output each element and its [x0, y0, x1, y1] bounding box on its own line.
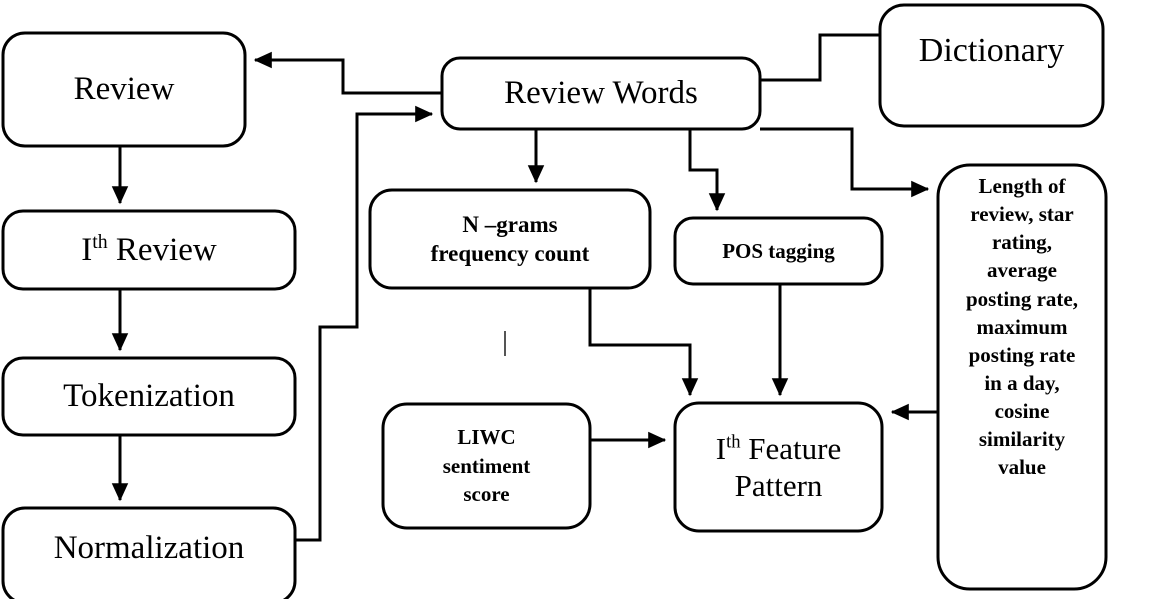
node-tokenization[interactable] [1, 356, 297, 437]
node-normalization[interactable] [1, 506, 297, 599]
node-feature-pattern[interactable] [673, 401, 884, 533]
node-ith-review[interactable] [1, 209, 297, 291]
node-length-features[interactable] [936, 163, 1108, 591]
node-review-words[interactable] [440, 56, 762, 131]
edge-ngrams-to-feature-pattern [588, 288, 699, 397]
edge-review-words-to-review [253, 51, 442, 95]
node-pos-tagging[interactable] [673, 216, 884, 286]
edge-normalization-to-review-words [295, 105, 434, 542]
node-dictionary[interactable] [878, 3, 1105, 128]
edge-review-words-to-pos-tagging [688, 129, 726, 212]
edge-dictionary-to-review-words [760, 33, 880, 82]
node-liwc[interactable] [381, 402, 592, 530]
node-review[interactable] [1, 31, 247, 148]
node-ngrams[interactable] [368, 188, 652, 290]
edge-review-words-to-length-features [760, 127, 930, 198]
